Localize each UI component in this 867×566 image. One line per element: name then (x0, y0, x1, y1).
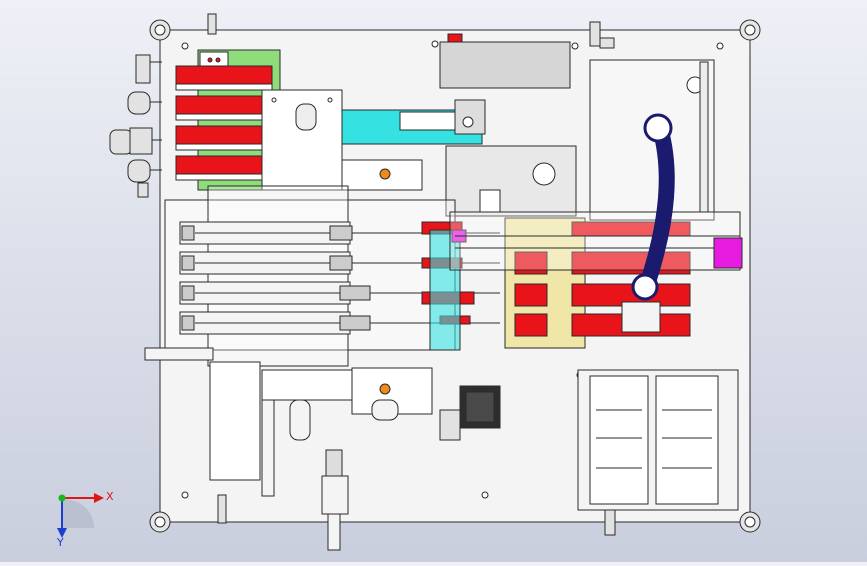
y-axis-arrow (57, 528, 67, 538)
top-bracket (261, 89, 343, 191)
cable-drag-arm (621, 113, 675, 333)
cyan-block (341, 99, 486, 145)
left-pneumatic-fittings (109, 54, 162, 198)
carriage-plate (164, 185, 456, 367)
red-plate-stack-left (175, 65, 273, 181)
cyan-column (429, 229, 461, 351)
x-axis-arrow (94, 493, 104, 503)
x-axis-label: X (106, 490, 114, 503)
y-axis-label: Y (56, 536, 64, 548)
stepper-motor (439, 385, 501, 441)
top-fittings (207, 13, 616, 536)
linear-cylinders (179, 221, 500, 335)
lower-cylinder (321, 449, 349, 551)
center-panels (341, 145, 577, 217)
coordinate-triad: X Y (48, 478, 118, 549)
origin-dot (58, 494, 66, 502)
gantry-beam (449, 211, 743, 271)
lower-center-assembly (144, 347, 433, 497)
triad-shadow (62, 499, 95, 528)
tray-pockets (577, 369, 739, 511)
control-box (439, 33, 571, 89)
